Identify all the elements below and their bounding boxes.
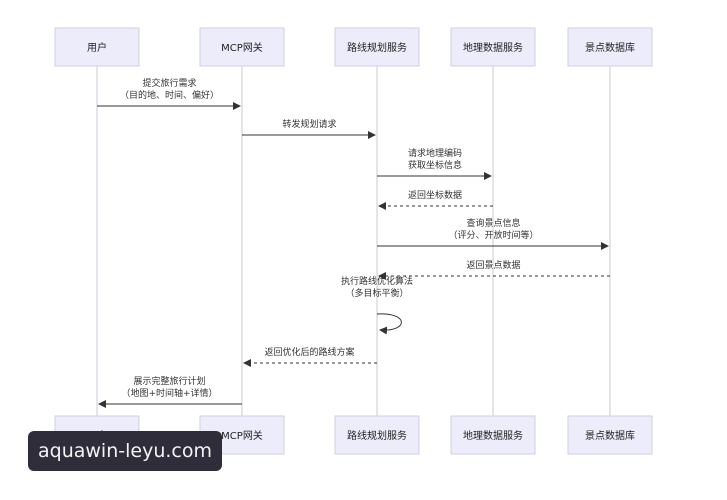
actor-box [450, 415, 536, 455]
message: 返回优化后的路线方案 [243, 346, 377, 367]
actor-box-top: 景点数据库 [567, 27, 653, 67]
actor-box [199, 27, 285, 67]
actor-box [567, 415, 653, 455]
message: 转发规划请求 [242, 118, 376, 139]
message-label: 返回坐标数据 [408, 189, 462, 201]
message-label: （地图+时间轴+详情） [121, 387, 217, 399]
message-arrow [376, 313, 402, 335]
message-label: 请求地理编码 [408, 147, 462, 159]
message-label: 返回优化后的路线方案 [264, 346, 354, 358]
actor-label: 景点数据库 [585, 41, 635, 54]
message: 提交旅行需求（目的地、时间、偏好） [97, 77, 241, 110]
message-label: 返回景点数据 [466, 259, 520, 271]
actor-label: MCP网关 [221, 429, 263, 442]
watermark-label: aquawin-leyu.com [28, 431, 222, 471]
message-label: 展示完整旅行计划 [133, 375, 205, 387]
message: 查询景点信息（评分、开放时间等） [377, 217, 609, 250]
actor-box-top: MCP网关 [199, 27, 285, 67]
message-label: 转发规划请求 [282, 118, 336, 130]
actor-box-top: 路线规划服务 [334, 27, 420, 67]
actor-label: 用户 [87, 41, 107, 54]
actor-label: 路线规划服务 [347, 41, 407, 54]
actor-label: 路线规划服务 [347, 429, 407, 442]
actor-box-bottom: 景点数据库 [567, 415, 653, 455]
actor-box-bottom: 地理数据服务 [450, 415, 536, 455]
message-label: 查询景点信息 [466, 217, 520, 229]
actor-box-top: 用户 [54, 27, 140, 67]
message: 返回景点数据 [378, 259, 610, 280]
message: 展示完整旅行计划（地图+时间轴+详情） [98, 375, 242, 408]
actor-box [54, 27, 140, 67]
message-label: 执行路线优化算法 [341, 275, 413, 287]
message: 执行路线优化算法（多目标平衡） [341, 275, 413, 335]
actor-box [334, 415, 420, 455]
actor-label: MCP网关 [221, 41, 263, 54]
actor-box-bottom: 路线规划服务 [334, 415, 420, 455]
actor-box-top: 地理数据服务 [450, 27, 536, 67]
message-label: 获取坐标信息 [408, 159, 462, 171]
actor-label: 景点数据库 [585, 429, 635, 442]
message-label: （目的地、时间、偏好） [120, 89, 219, 101]
message-label: （评分、开放时间等） [448, 229, 538, 241]
actor-box [334, 27, 420, 67]
actor-label: 地理数据服务 [463, 429, 523, 442]
message: 返回坐标数据 [378, 189, 493, 210]
message-label: （多目标平衡） [345, 287, 408, 299]
actor-box [450, 27, 536, 67]
actor-box [567, 27, 653, 67]
message-label: 提交旅行需求 [142, 77, 196, 89]
actor-label: 地理数据服务 [463, 41, 523, 54]
